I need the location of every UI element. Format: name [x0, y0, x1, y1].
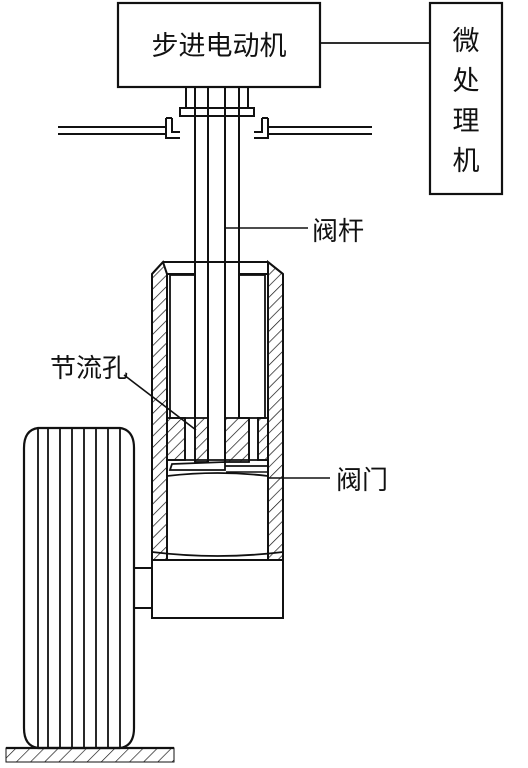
cylinder-wall-left: [151, 260, 168, 561]
piston-center-right: [224, 417, 250, 463]
cylinder-wall-right: [267, 259, 284, 561]
tire: [22, 426, 136, 750]
microprocessor-char-3: 理: [453, 106, 480, 137]
orifice-label: 节流孔: [50, 354, 128, 384]
ground: [5, 746, 175, 763]
valve-rod-label: 阀杆: [312, 217, 364, 247]
microprocessor-char-4: 机: [453, 146, 480, 177]
stepper-motor: 步进电动机: [116, 1, 322, 89]
stepper-motor-label: 步进电动机: [152, 31, 287, 62]
microprocessor-char-1: 微: [453, 26, 480, 57]
orifice-leader: [123, 374, 197, 431]
piston-left: [166, 417, 186, 461]
valve-leader: [226, 471, 330, 479]
cylinder: [151, 259, 284, 619]
cylinder-base: [151, 559, 284, 619]
microprocessor-box: [428, 1, 504, 196]
microprocessor-char-2: 处: [453, 66, 480, 97]
body-mount: [58, 107, 372, 139]
valve-plate: [168, 461, 226, 471]
wheel: [22, 426, 136, 750]
piston-right: [257, 417, 269, 461]
valve-label: 阀门: [336, 466, 388, 496]
microprocessor: 微 处 理 机: [428, 1, 504, 196]
piston-center-left: [194, 417, 209, 463]
stepper-motor-box: [116, 1, 322, 89]
